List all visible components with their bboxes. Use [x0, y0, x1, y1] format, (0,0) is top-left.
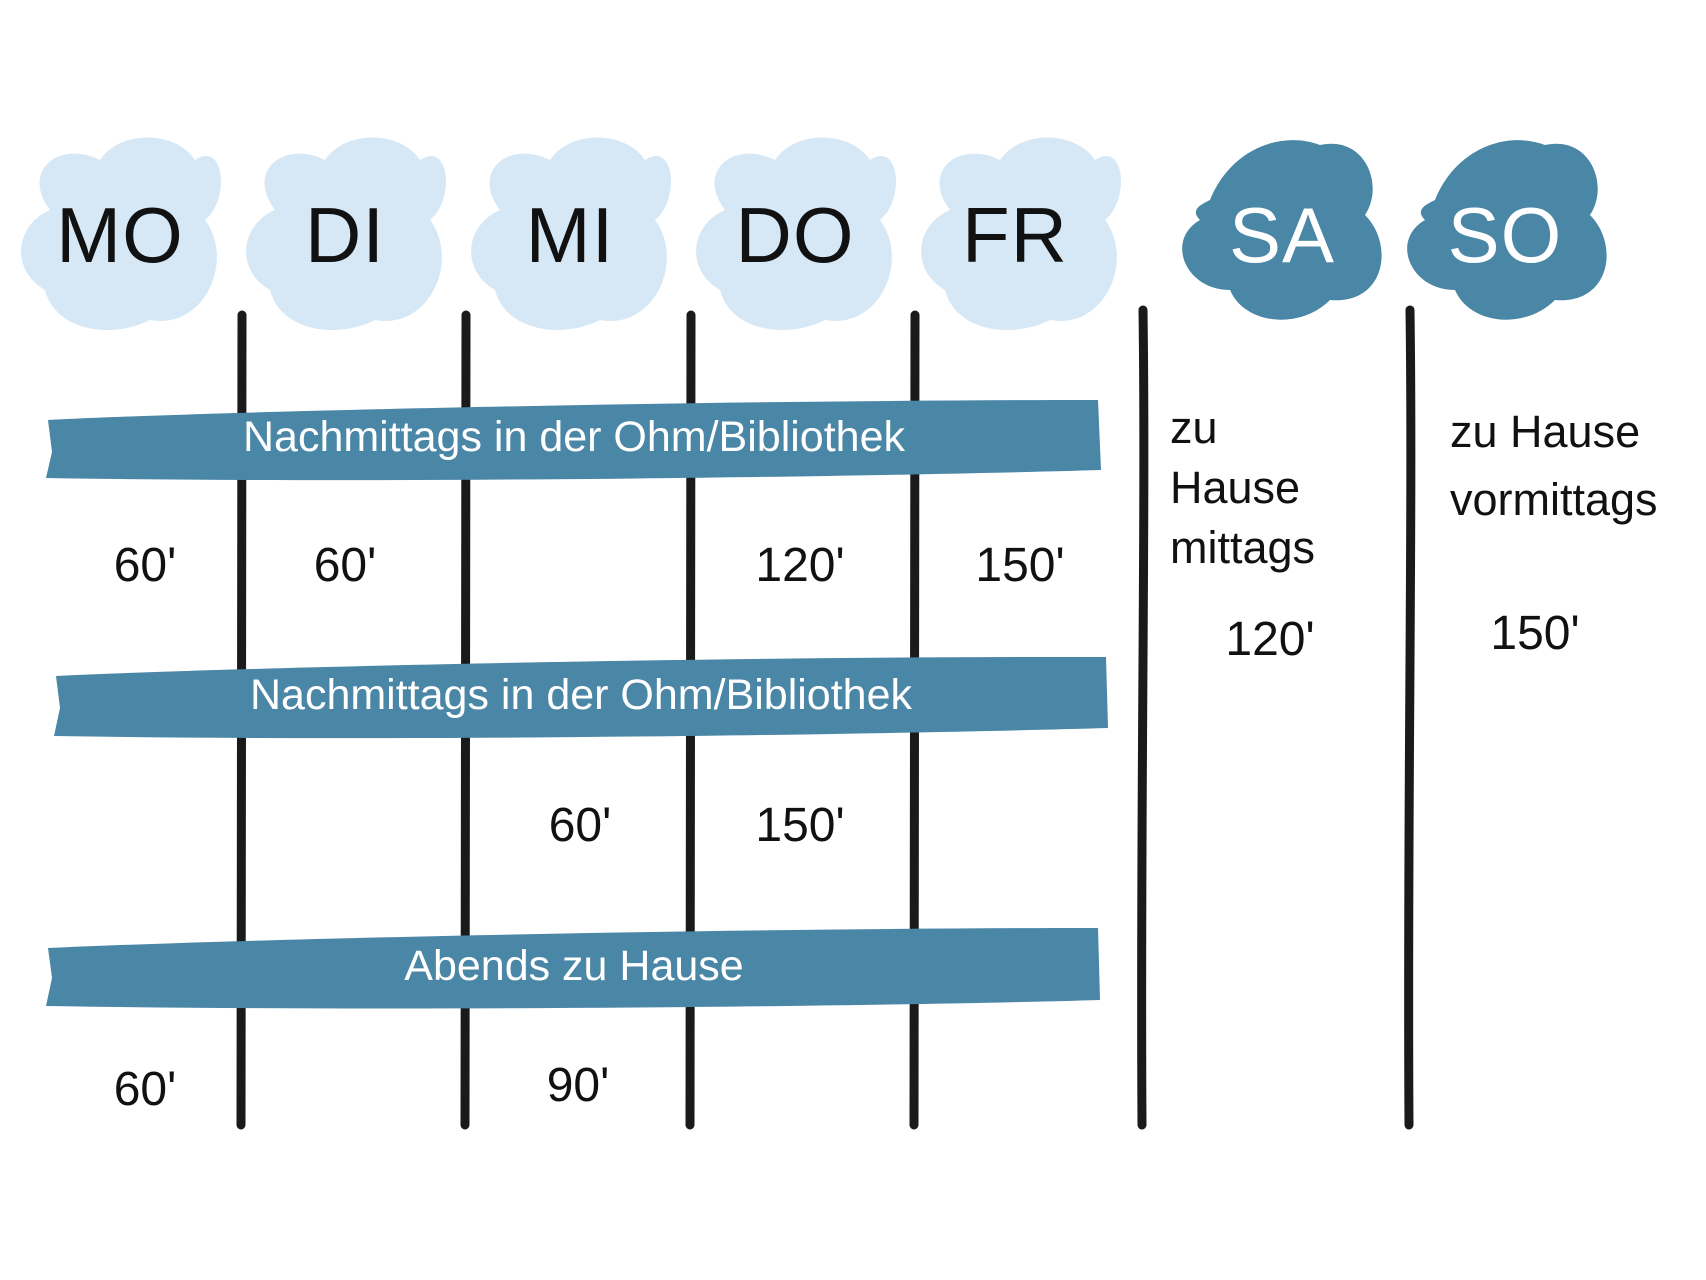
divider-fr-sa: [1137, 305, 1149, 1130]
saturday-note-line: zu: [1170, 402, 1218, 453]
saturday-note-line: Hause: [1170, 462, 1301, 513]
value-r3-mi: 90': [546, 1059, 610, 1112]
value-r1-fr: 150': [975, 539, 1065, 592]
day-label-fr: FR: [962, 190, 1068, 279]
band-label-3: Abends zu Hause: [404, 941, 744, 990]
day-label-sa: SA: [1228, 190, 1336, 279]
sunday-note-line: vormittags: [1450, 474, 1658, 525]
sunday-note: zu Hause vormittags: [1450, 398, 1658, 534]
value-r1-mo: 60': [113, 539, 177, 592]
band-2: [54, 656, 1108, 739]
band-label-2: Nachmittags in der Ohm/Bibliothek: [249, 670, 912, 719]
saturday-note: zu Hause mittags: [1170, 398, 1315, 578]
value-r3-mo: 60': [113, 1063, 177, 1116]
value-r1-di: 60': [313, 539, 377, 592]
day-blob-so: [1407, 140, 1607, 320]
band-label-1: Nachmittags in der Ohm/Bibliothek: [242, 412, 905, 461]
value-r1-do: 120': [755, 539, 845, 592]
day-blob-sa: [1182, 140, 1382, 320]
day-label-mo: MO: [56, 190, 184, 279]
sunday-note-line: zu Hause: [1450, 406, 1641, 457]
day-label-so: SO: [1447, 190, 1563, 279]
value-r2-do: 150': [755, 799, 845, 852]
day-blob-mo: [21, 137, 222, 330]
saturday-minutes: 120': [1225, 613, 1315, 666]
divider-sa-so: [1404, 305, 1416, 1130]
day-label-mi: MI: [525, 190, 615, 279]
day-blob-di: [246, 137, 447, 330]
saturday-note-line: mittags: [1170, 522, 1316, 573]
day-label-di: DI: [305, 190, 385, 279]
band-3: [46, 928, 1100, 1009]
sunday-minutes: 150': [1490, 607, 1580, 660]
day-blob-do: [696, 137, 897, 330]
value-r2-mi: 60': [548, 799, 612, 852]
day-blob-fr: [921, 137, 1122, 330]
day-label-do: DO: [735, 190, 855, 279]
day-blob-mi: [471, 137, 672, 330]
band-1: [46, 400, 1101, 481]
